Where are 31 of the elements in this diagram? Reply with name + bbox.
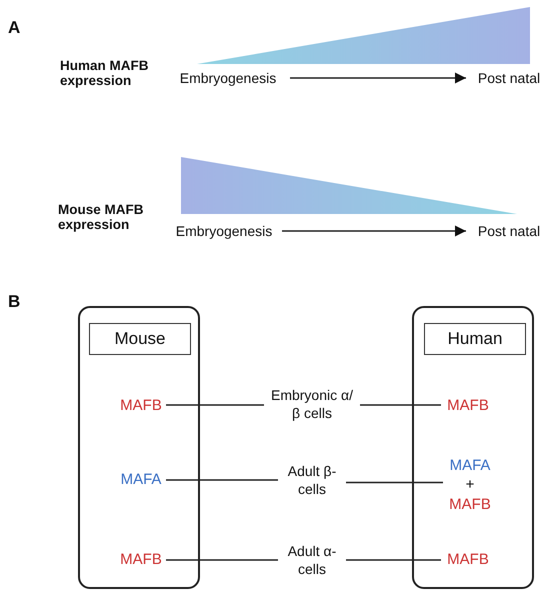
cell-type-label: Adult β-cells (282, 460, 342, 500)
cell-type-label: Adult α-cells (282, 540, 342, 580)
connector-line (166, 479, 278, 481)
arrow (282, 225, 466, 237)
increasing-expression-wedge (197, 7, 530, 64)
gene-name: MAFB (445, 549, 491, 571)
panel-letter: B (8, 292, 20, 312)
connector-line (346, 559, 441, 561)
cell-type-label: Embryonic α/β cells (268, 384, 356, 424)
species-panel (412, 306, 534, 589)
panel-letter: A (8, 18, 20, 38)
decreasing-expression-wedge (181, 157, 517, 214)
axis-end-label: Post natal (470, 221, 548, 241)
axis-start-label: Embryogenesis (170, 221, 278, 241)
connector-line (360, 404, 441, 406)
gene-name: MAFB (120, 395, 162, 417)
species-header-box: Human (424, 323, 526, 355)
gene-name: MAFA (120, 469, 162, 491)
axis-start-label: Embryogenesis (170, 68, 286, 88)
connector-line (346, 482, 443, 484)
gene-name: MAFB (120, 549, 162, 571)
species-header-box: Mouse (89, 323, 191, 355)
row-label: Human MAFB expression (60, 58, 150, 88)
gene-name: MAFB (445, 395, 491, 417)
row-label: Mouse MAFB expression (58, 202, 144, 232)
axis-end-label: Post natal (470, 68, 548, 88)
connector-line (166, 404, 264, 406)
arrow (290, 72, 466, 84)
connector-line (166, 559, 278, 561)
species-panel (78, 306, 200, 589)
gene-combination: MAFA + MAFB (447, 453, 493, 517)
